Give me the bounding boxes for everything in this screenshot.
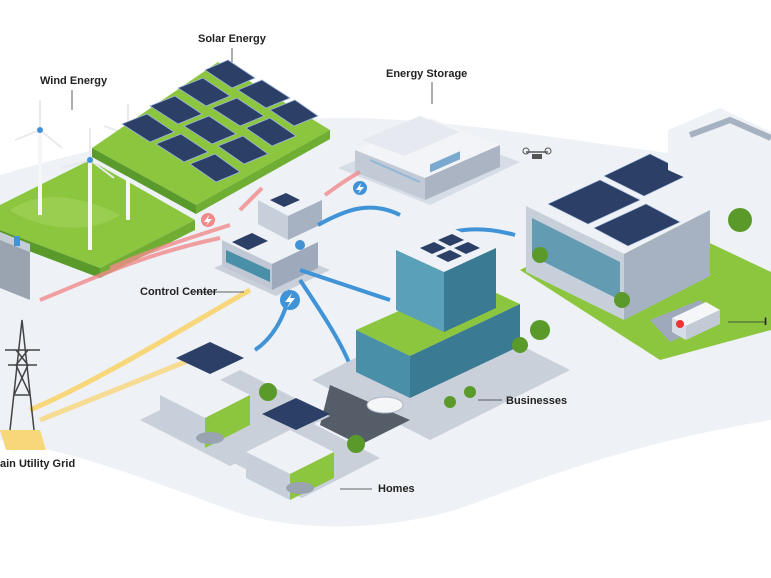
business-building — [312, 226, 570, 445]
flow-wind-to-control — [39, 236, 221, 302]
car-icon — [366, 396, 404, 414]
car-icon — [196, 432, 314, 494]
solar-panel-icon — [420, 234, 480, 262]
flow-control-to-business-2 — [298, 278, 352, 366]
label-control-center: Control Center — [140, 286, 217, 298]
flow-control-to-business — [299, 268, 391, 302]
flow-wind-to-control-2 — [109, 223, 231, 270]
label-solar-energy: Solar Energy — [198, 33, 266, 45]
wind-turbine-icon — [14, 100, 63, 215]
flow-control-to-storage — [317, 205, 401, 227]
drone-icon — [522, 147, 552, 159]
label-utility-grid: ain Utility Grid — [0, 458, 76, 470]
label-wind-energy: Wind Energy — [40, 75, 108, 87]
solar-panel-icon — [121, 59, 319, 183]
factory-building — [520, 108, 771, 360]
delivery-truck-icon — [672, 302, 720, 340]
wind-turbine-icon — [61, 128, 115, 250]
battery-storage-icon — [338, 116, 520, 205]
transmission-tower-icon — [0, 319, 46, 450]
flow-grid-to-homes — [39, 357, 191, 423]
label-homes: Homes — [378, 483, 415, 495]
flow-grid-to-control — [29, 287, 252, 413]
flow-storage-to-control — [323, 170, 361, 197]
tree-icon — [532, 208, 752, 308]
lightning-bolt-icon — [353, 181, 367, 195]
energy-flows — [29, 170, 516, 423]
tree-icon — [444, 320, 550, 408]
label-businesses: Businesses — [506, 395, 568, 407]
leader-lines — [71, 48, 766, 490]
lightning-bolt-icon — [280, 290, 300, 310]
homes-cluster — [140, 342, 380, 500]
flow-solar-to-control — [238, 186, 264, 212]
label-energy-storage: Energy Storage — [386, 68, 468, 80]
tree-icon — [259, 383, 365, 453]
solar-farm — [92, 59, 330, 214]
label-edge-cut: I — [764, 316, 768, 328]
lightning-bolt-icon — [201, 213, 215, 227]
substation — [0, 232, 30, 300]
